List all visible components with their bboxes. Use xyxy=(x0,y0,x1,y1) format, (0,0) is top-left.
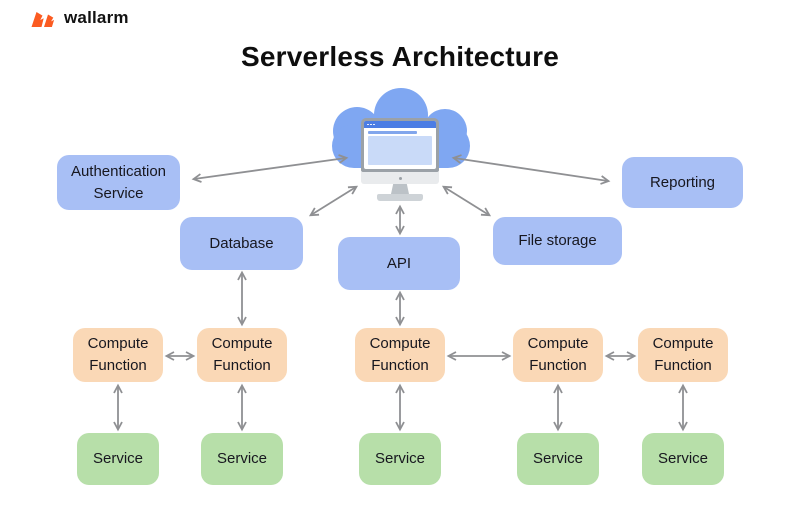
browser-address-strip xyxy=(364,128,436,136)
browser-dot xyxy=(370,123,372,126)
node-reporting: Reporting xyxy=(622,157,743,208)
node-service-1: Service xyxy=(77,433,159,485)
node-compute-function-1: Compute Function xyxy=(73,328,163,382)
brand: wallarm xyxy=(30,8,129,28)
browser-titlebar xyxy=(364,121,436,128)
node-database: Database xyxy=(180,217,303,270)
wallarm-logo-icon xyxy=(31,12,55,27)
node-service-5: Service xyxy=(642,433,724,485)
node-api: API xyxy=(338,237,460,290)
monitor-button-dot xyxy=(398,176,402,180)
arrow-client-database xyxy=(308,185,359,217)
node-compute-function-3: Compute Function xyxy=(355,328,445,382)
node-service-2: Service xyxy=(201,433,283,485)
browser-content-area xyxy=(368,136,432,165)
browser-dot xyxy=(367,123,369,126)
node-authentication-service: Authentication Service xyxy=(57,155,180,210)
node-file-storage: File storage xyxy=(493,217,622,265)
node-service-4: Service xyxy=(517,433,599,485)
browser-address-line xyxy=(368,130,417,134)
node-compute-function-5: Compute Function xyxy=(638,328,728,382)
node-compute-function-4: Compute Function xyxy=(513,328,603,382)
arrow-client-filestorage xyxy=(441,185,492,217)
page-title: Serverless Architecture xyxy=(241,41,559,72)
monitor-stand-neck xyxy=(391,184,409,194)
monitor-stand-base xyxy=(377,194,423,201)
monitor-chin xyxy=(361,172,439,184)
monitor-screen xyxy=(364,121,436,169)
monitor-frame xyxy=(361,118,439,172)
node-compute-function-2: Compute Function xyxy=(197,328,287,382)
brand-name: wallarm xyxy=(64,8,129,27)
browser-dot xyxy=(373,123,375,126)
node-service-3: Service xyxy=(359,433,441,485)
